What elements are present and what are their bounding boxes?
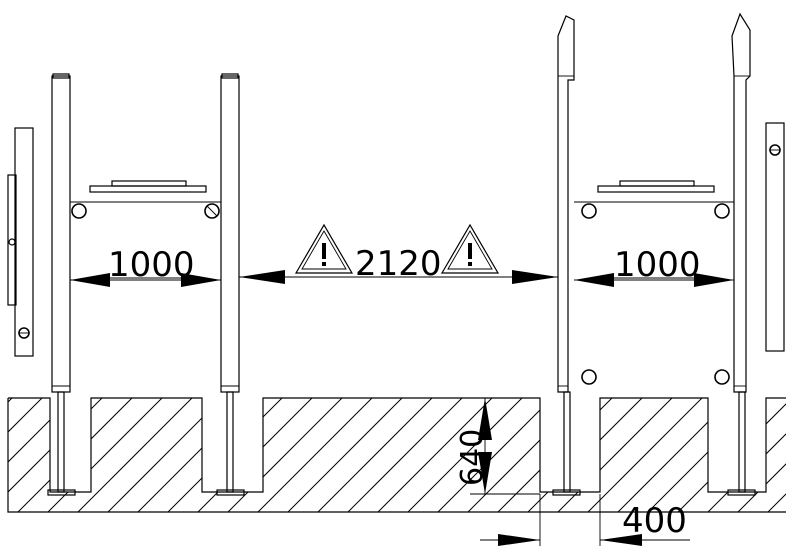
hatch-line — [399, 398, 531, 512]
dim-left-span-label: 1000 — [108, 245, 195, 285]
dim-footing-width: 400 — [480, 494, 690, 546]
left-gate-beam — [70, 180, 221, 219]
hatch-line — [369, 398, 501, 512]
hatch-line — [759, 398, 786, 512]
hatch-line — [99, 398, 231, 512]
post-right-inner — [552, 15, 581, 496]
hatch-line — [669, 398, 786, 512]
warning-triangle-icon — [294, 223, 354, 274]
hatch-line — [729, 398, 786, 512]
right-gate-beam — [574, 180, 734, 385]
hatch-line — [189, 398, 321, 512]
hatch-line — [8, 398, 51, 512]
post-right-outer — [727, 12, 756, 496]
hatch-line — [429, 398, 561, 512]
hatch-line — [129, 398, 261, 512]
dim-footing-width-label: 400 — [622, 501, 687, 541]
hatch-line — [339, 398, 471, 512]
hatch-line — [549, 398, 681, 512]
hatch-line — [39, 398, 171, 512]
hatch-line — [309, 398, 441, 512]
dim-right-span-label: 1000 — [614, 245, 701, 285]
hatch-line — [249, 398, 381, 512]
hatch-line — [579, 398, 711, 512]
hatch-line — [9, 398, 141, 512]
dim-center-span-label: 2120 — [355, 244, 442, 284]
hatch-line — [279, 398, 411, 512]
dim-left-span — [70, 273, 221, 287]
dim-center-span — [239, 270, 558, 284]
hatch-line — [8, 398, 21, 512]
post-left-inner — [216, 73, 245, 496]
post-left-outer — [47, 73, 76, 496]
hatch-line — [69, 398, 201, 512]
left-side-panel — [7, 127, 34, 357]
dim-right-span — [574, 273, 734, 287]
hatch-line — [699, 398, 786, 512]
hatch-line — [219, 398, 351, 512]
hatch-line — [8, 398, 81, 512]
hatch-line — [159, 398, 291, 512]
dim-footing-depth: 640 — [455, 398, 540, 495]
right-side-panel — [765, 122, 785, 352]
hatch-line — [8, 398, 111, 512]
dim-footing-depth-label: 640 — [455, 429, 490, 486]
warning-triangle-icon — [440, 223, 500, 274]
